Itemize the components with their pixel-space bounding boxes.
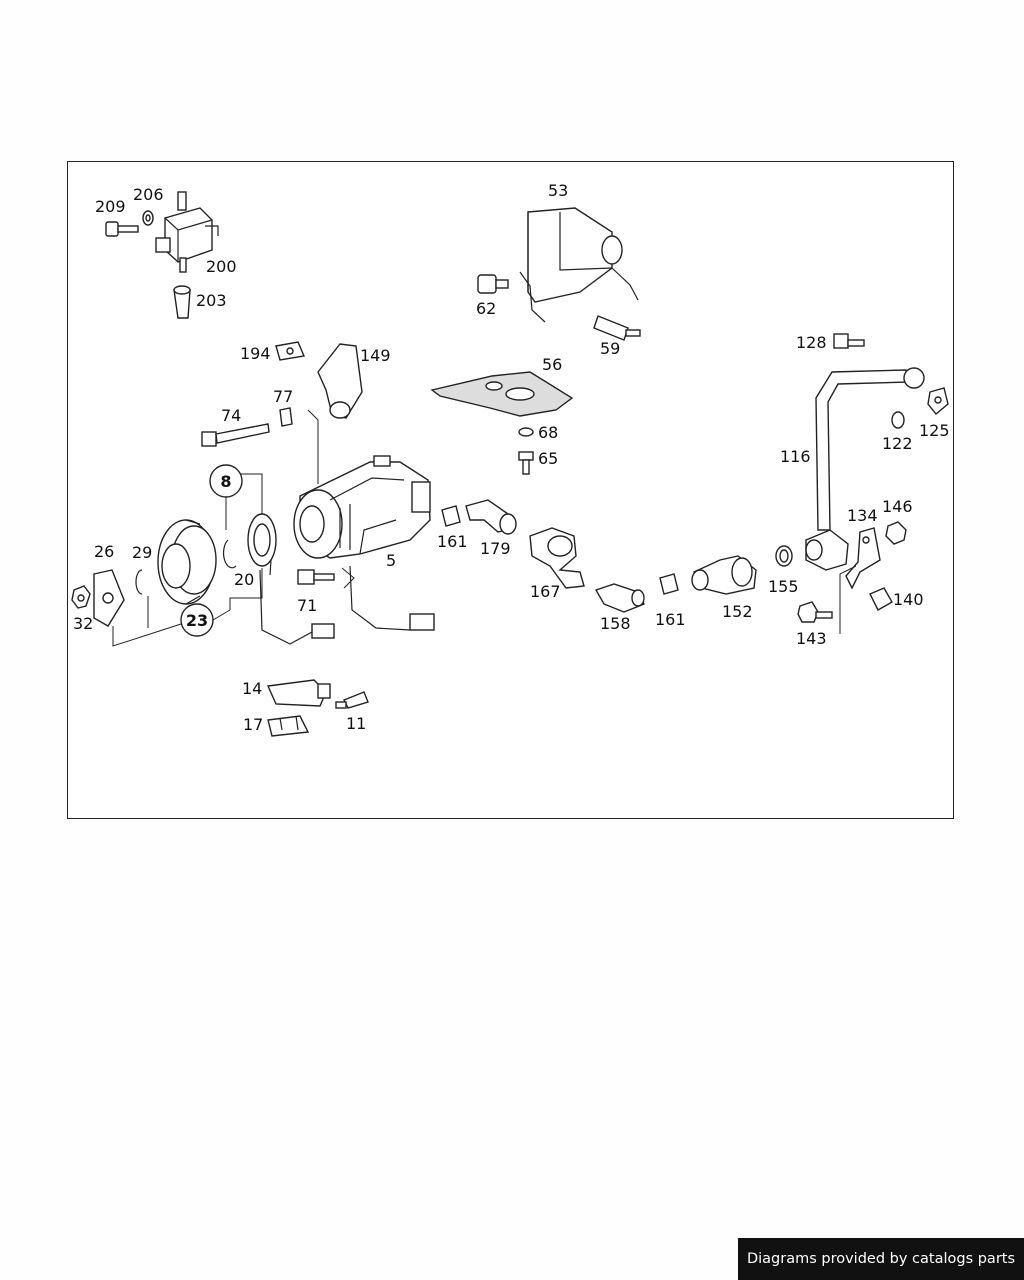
label-209: 209 — [95, 197, 126, 216]
pipe-116-drawing — [805, 367, 925, 571]
label-152: 152 — [722, 602, 753, 621]
bracket-17-drawing — [267, 715, 310, 737]
label-200: 200 — [206, 257, 237, 276]
part-labels: 209 206 200 203 53 62 59 56 194 149 77 7… — [73, 181, 950, 734]
washer-68-drawing — [518, 427, 534, 437]
hose-158-drawing — [594, 583, 645, 613]
pin-11-drawing — [335, 691, 369, 709]
label-17: 17 — [243, 715, 263, 734]
bracket-134-drawing — [845, 527, 881, 590]
label-149: 149 — [360, 346, 391, 365]
hub-26-drawing — [93, 569, 125, 627]
bolt-143-drawing — [797, 565, 857, 634]
label-5: 5 — [386, 551, 396, 570]
label-140: 140 — [893, 590, 924, 609]
label-146: 146 — [882, 497, 913, 516]
compressor-5-drawing — [293, 455, 431, 559]
label-134: 134 — [847, 506, 878, 525]
disc-8-drawing — [247, 513, 277, 567]
label-14: 14 — [242, 679, 262, 698]
bolt-74-drawing — [201, 423, 270, 447]
cap-140-drawing — [869, 587, 893, 611]
bolt-65-drawing — [518, 451, 534, 475]
label-20: 20 — [234, 570, 254, 589]
label-26: 26 — [94, 542, 114, 561]
hose-149-drawing — [317, 343, 363, 419]
clip-161a-drawing — [441, 505, 461, 527]
wiring-drawing — [259, 544, 435, 645]
fitting-59-drawing — [593, 315, 641, 341]
ring-29-drawing — [135, 569, 143, 595]
label-194: 194 — [240, 344, 271, 363]
label-158: 158 — [600, 614, 631, 633]
label-128: 128 — [796, 333, 827, 352]
nut-146-drawing — [885, 521, 907, 545]
label-56: 56 — [542, 355, 562, 374]
label-116: 116 — [780, 447, 811, 466]
valve-167-drawing — [529, 527, 585, 589]
ring-155-drawing — [775, 545, 793, 567]
label-206: 206 — [133, 185, 164, 204]
label-8: 8 — [220, 472, 231, 491]
label-71: 71 — [297, 596, 317, 615]
label-74: 74 — [221, 406, 241, 425]
connector-14-drawing — [266, 679, 331, 707]
bracket-53-drawing — [519, 207, 639, 323]
bolt-128-drawing — [833, 333, 865, 349]
gasket-125-drawing — [927, 387, 949, 415]
fitting-62-drawing — [477, 274, 509, 294]
label-77: 77 — [273, 387, 293, 406]
label-155: 155 — [768, 577, 799, 596]
washer-206-drawing — [142, 210, 154, 226]
label-167: 167 — [530, 582, 561, 601]
bolt-71-drawing — [297, 569, 335, 585]
shield-56-drawing — [430, 371, 574, 417]
plate-194-drawing — [275, 341, 305, 361]
label-32: 32 — [73, 614, 93, 633]
bolt-209-drawing — [105, 221, 139, 237]
label-59: 59 — [600, 339, 620, 358]
valve-200-drawing — [155, 191, 219, 273]
ring-20-drawing — [222, 539, 237, 569]
nut-32-drawing — [71, 585, 91, 609]
label-23: 23 — [186, 611, 208, 630]
ring-122-drawing — [891, 411, 905, 429]
label-179: 179 — [480, 539, 511, 558]
footer-credit-badge: Diagrams provided by catalogs parts — [738, 1238, 1024, 1280]
label-65: 65 — [538, 449, 558, 468]
clip-161b-drawing — [659, 573, 679, 595]
label-161-lower: 161 — [655, 610, 686, 629]
callout-leaders — [112, 409, 355, 647]
pulley-23-drawing — [157, 519, 217, 605]
label-122: 122 — [882, 434, 913, 453]
label-161-upper: 161 — [437, 532, 468, 551]
label-53: 53 — [548, 181, 568, 200]
valve-152-drawing — [691, 555, 757, 595]
label-62: 62 — [476, 299, 496, 318]
label-11: 11 — [346, 714, 366, 733]
label-125: 125 — [919, 421, 950, 440]
label-68: 68 — [538, 423, 558, 442]
clip-77-drawing — [279, 407, 293, 427]
hose-203-drawing — [173, 285, 191, 319]
label-143: 143 — [796, 629, 827, 648]
label-29: 29 — [132, 543, 152, 562]
hose-179-drawing — [465, 499, 517, 535]
label-203: 203 — [196, 291, 227, 310]
